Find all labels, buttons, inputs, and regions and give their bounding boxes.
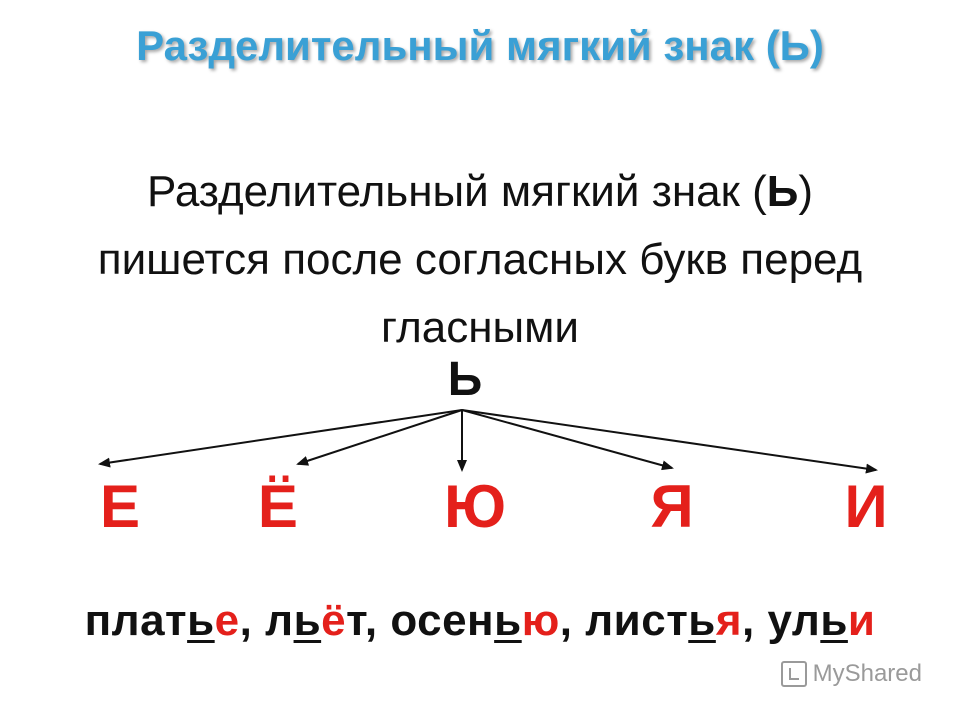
rule-line-3: гласными xyxy=(381,303,579,352)
example-soft-sign: ь xyxy=(494,596,522,645)
example-word: льёт xyxy=(265,596,365,645)
example-word: осенью xyxy=(390,596,559,645)
rule-line-2: пишется после согласных букв перед xyxy=(97,235,863,284)
vowel-yu: Ю xyxy=(444,473,506,540)
example-separator: , xyxy=(559,596,586,645)
rule-text: Разделительный мягкий знак (Ь) пишется п… xyxy=(40,158,920,362)
examples-line: платье, льёт, осенью, листья, ульи xyxy=(0,596,960,646)
example-soft-sign: ь xyxy=(187,596,215,645)
arrow-to-i xyxy=(461,409,878,474)
example-vowel: е xyxy=(214,596,240,645)
arrow-to-e xyxy=(98,409,463,468)
example-vowel: ё xyxy=(321,596,347,645)
example-soft-sign: ь xyxy=(293,596,322,645)
arrows-group xyxy=(98,409,878,474)
example-separator: , xyxy=(239,596,266,645)
example-stem: л xyxy=(265,596,294,645)
example-rest: т xyxy=(346,596,365,645)
vowel-e: Е xyxy=(99,473,141,540)
myshared-logo-icon xyxy=(780,661,807,687)
example-vowel: ю xyxy=(521,596,560,645)
example-stem: лист xyxy=(585,596,689,645)
example-word: листья xyxy=(585,596,742,645)
vowel-i: И xyxy=(844,473,888,540)
arrow-to-ya xyxy=(461,409,674,471)
slide-title: Разделительный мягкий знак (Ь) xyxy=(136,22,824,69)
example-word: платье xyxy=(85,596,240,645)
arrow-to-yo xyxy=(296,409,463,466)
example-separator: , xyxy=(742,596,768,645)
rule-line-1: Разделительный мягкий знак (Ь) xyxy=(40,158,920,226)
example-word: ульи xyxy=(767,596,875,645)
diagram-soft-sign: Ь xyxy=(447,353,483,406)
example-soft-sign: ь xyxy=(820,596,848,645)
example-vowel: я xyxy=(715,596,743,645)
example-separator: , xyxy=(364,596,391,645)
vowel-yo: Ё xyxy=(257,473,299,540)
example-vowel: и xyxy=(847,596,876,645)
rule-soft-sign: Ь xyxy=(766,167,799,216)
rule-line-1-text: Разделительный мягкий знак ( xyxy=(146,167,767,216)
watermark-text: MyShared xyxy=(812,660,922,687)
example-soft-sign: ь xyxy=(688,596,716,645)
example-stem: плат xyxy=(84,596,188,645)
vowel-ya: Я xyxy=(650,473,694,540)
arrow-diagram xyxy=(98,409,878,474)
watermark: MyShared xyxy=(780,660,922,688)
rule-line-1-close: ) xyxy=(798,167,814,216)
example-stem: осен xyxy=(390,596,495,645)
example-stem: ул xyxy=(767,596,821,645)
